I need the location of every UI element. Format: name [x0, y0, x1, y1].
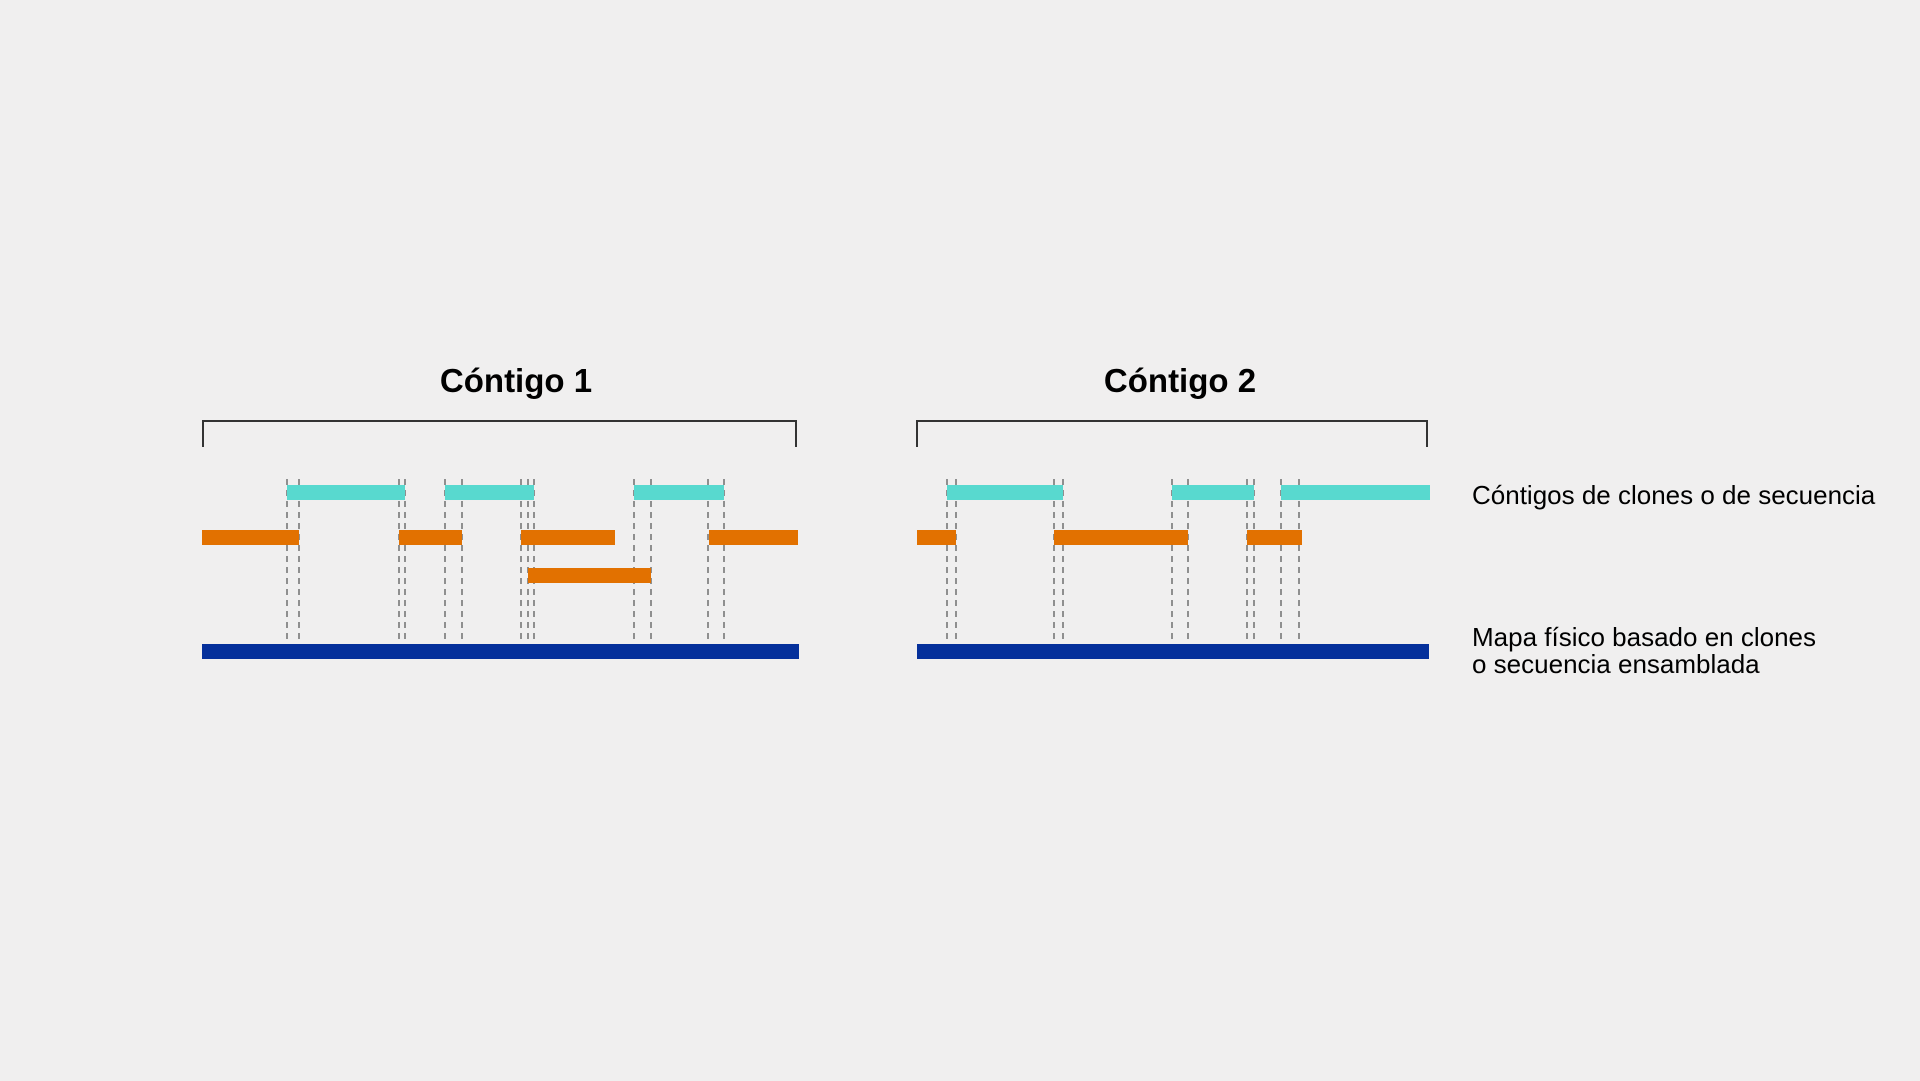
clone-contig-bar — [521, 530, 615, 545]
overlap-boundary-dashed-line — [723, 479, 725, 645]
contig-extent-bracket — [202, 420, 797, 447]
physical-map-label-line1: Mapa físico basado en clones — [1472, 622, 1816, 652]
contig-title: Cóntigo 2 — [1103, 362, 1257, 399]
overlap-boundary-dashed-line — [1053, 479, 1055, 645]
overlap-boundary-dashed-line — [707, 479, 709, 645]
overlap-boundary-dashed-line — [520, 479, 522, 645]
clone-contig-bar — [399, 530, 462, 545]
overlap-boundary-dashed-line — [955, 479, 957, 645]
overlap-boundary-dashed-line — [650, 479, 652, 645]
clone-contig-bar — [1247, 530, 1302, 545]
sequence-contig-bar — [634, 485, 724, 500]
overlap-boundary-dashed-line — [1253, 479, 1255, 645]
overlap-boundary-dashed-line — [946, 479, 948, 645]
sequence-contig-bar — [1172, 485, 1254, 500]
contig-title: Cóntigo 1 — [439, 362, 593, 399]
sequence-contig-bar — [947, 485, 1063, 500]
overlap-boundary-dashed-line — [1187, 479, 1189, 645]
overlap-boundary-dashed-line — [1298, 479, 1300, 645]
overlap-boundary-dashed-line — [398, 479, 400, 645]
clone-contig-bar — [528, 568, 651, 583]
clone-contig-bar — [1054, 530, 1188, 545]
clone-contig-bar — [709, 530, 798, 545]
sequence-contig-bar — [287, 485, 405, 500]
overlap-boundary-dashed-line — [444, 479, 446, 645]
contig-extent-bracket — [916, 420, 1428, 447]
sequence-contig-bar — [1281, 485, 1430, 500]
overlap-boundary-dashed-line — [298, 479, 300, 645]
clone-or-sequence-contigs-label: Cóntigos de clones o de secuencia — [1472, 480, 1876, 510]
clone-contig-bar — [917, 530, 956, 545]
sequence-contig-bar — [445, 485, 534, 500]
overlap-boundary-dashed-line — [404, 479, 406, 645]
overlap-boundary-dashed-line — [461, 479, 463, 645]
overlap-boundary-dashed-line — [1246, 479, 1248, 645]
overlap-boundary-dashed-line — [533, 479, 535, 645]
physical-map-label-line2: o secuencia ensamblada — [1472, 649, 1760, 679]
overlap-boundary-dashed-line — [1280, 479, 1282, 645]
overlap-boundary-dashed-line — [1171, 479, 1173, 645]
clone-contig-bar — [202, 530, 299, 545]
overlap-boundary-dashed-line — [633, 479, 635, 645]
physical-map-label: Mapa físico basado en clones o secuencia… — [1472, 624, 1816, 678]
overlap-boundary-dashed-line — [527, 479, 529, 645]
overlap-boundary-dashed-line — [286, 479, 288, 645]
overlap-boundary-dashed-line — [1062, 479, 1064, 645]
physical-map-bar — [202, 644, 799, 659]
physical-map-bar — [917, 644, 1429, 659]
